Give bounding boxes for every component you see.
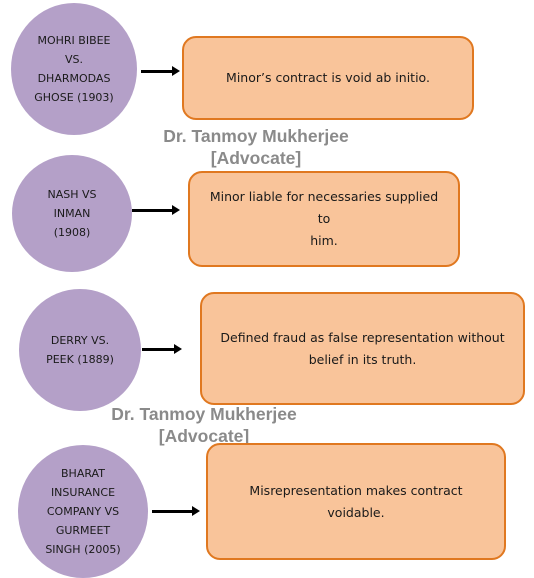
principle-box-misrepresentation: Misrepresentation makes contract voidabl… [206, 443, 506, 560]
case-name: BHARAT INSURANCE COMPANY VS GURMEET SING… [45, 467, 121, 556]
case-name: DERRY VS. PEEK (1889) [46, 334, 114, 366]
watermark-title: [Advocate] [210, 148, 302, 168]
case-name: NASH VS INMAN (1908) [47, 188, 97, 239]
connector-arrow [141, 66, 180, 76]
case-circle-mohri-bibee: MOHRI BIBEE VS. DHARMODAS GHOSE (1903) [11, 3, 137, 135]
case-name: MOHRI BIBEE VS. DHARMODAS GHOSE (1903) [34, 34, 114, 104]
connector-arrow [132, 205, 180, 215]
case-circle-derry-peek: DERRY VS. PEEK (1889) [19, 289, 141, 411]
principle-text: Misrepresentation makes contract voidabl… [249, 482, 463, 520]
principle-box-necessaries: Minor liable for necessaries supplied to… [188, 171, 460, 267]
watermark-author: Dr. Tanmoy Mukherjee [Advocate] [96, 403, 312, 447]
principle-text: Minor liable for necessaries supplied to… [209, 189, 439, 248]
principle-box-minor-contract-void: Minor’s contract is void ab initio. [182, 36, 474, 120]
connector-arrow [142, 344, 182, 354]
principle-box-fraud-definition: Defined fraud as false representation wi… [200, 292, 525, 405]
case-circle-bharat-insurance: BHARAT INSURANCE COMPANY VS GURMEET SING… [18, 445, 148, 578]
principle-text: Defined fraud as false representation wi… [220, 329, 505, 367]
watermark-name: Dr. Tanmoy Mukherjee [111, 404, 297, 424]
case-circle-nash-inman: NASH VS INMAN (1908) [12, 155, 132, 272]
watermark-author: Dr. Tanmoy Mukherjee [Advocate] [148, 125, 364, 169]
watermark-title: [Advocate] [158, 426, 250, 446]
watermark-name: Dr. Tanmoy Mukherjee [163, 126, 349, 146]
principle-text: Minor’s contract is void ab initio. [226, 70, 430, 85]
connector-arrow [152, 506, 200, 516]
